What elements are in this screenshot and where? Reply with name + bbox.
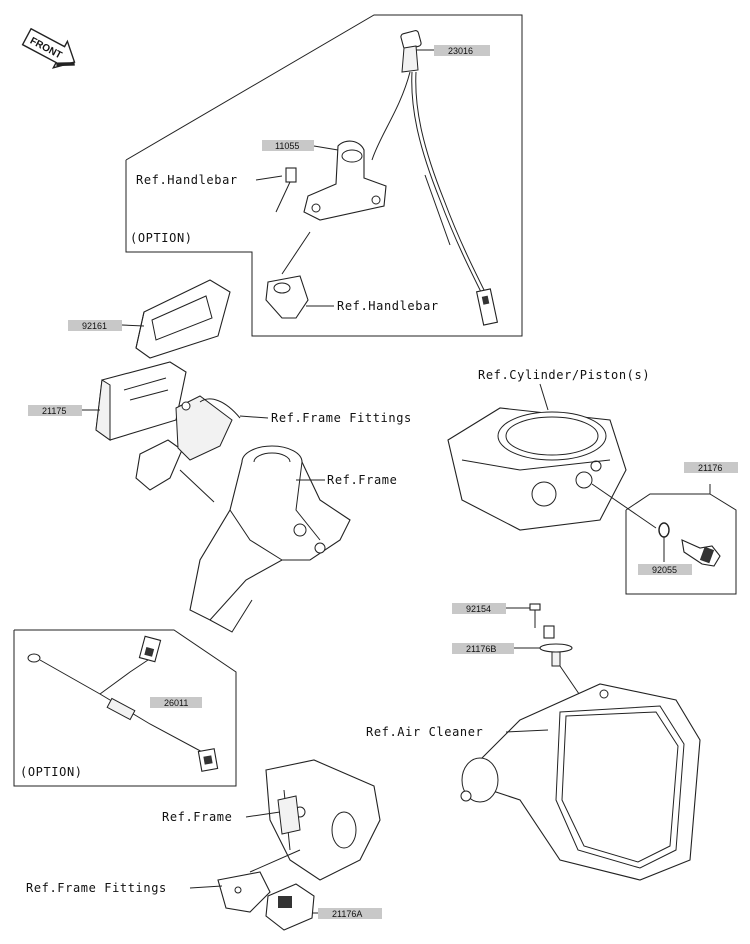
label-92154: 92154 [452, 603, 530, 614]
label-21176A: 21176A [312, 908, 382, 919]
ref-frame-top: Ref.Frame [327, 473, 397, 487]
svg-text:21176A: 21176A [332, 909, 362, 919]
frame-part-top [189, 445, 351, 633]
label-92055: 92055 [638, 564, 692, 575]
harness-part [27, 635, 219, 772]
front-arrow-icon: FRONT [21, 27, 76, 69]
svg-text:92161: 92161 [82, 321, 107, 331]
label-26011: 26011 [150, 697, 202, 708]
ref-frame-fittings-top: Ref.Frame Fittings [271, 411, 412, 425]
ecu-bracket-part [135, 395, 269, 503]
ecu-part [95, 361, 187, 441]
oring-part [658, 522, 670, 562]
svg-text:21175: 21175 [42, 406, 66, 416]
temp-sensor-part [681, 539, 721, 567]
svg-text:92055: 92055 [652, 565, 677, 575]
label-23016: 23016 [416, 45, 490, 56]
option-box-bottom [13, 629, 237, 787]
option-label-top: (OPTION) [130, 231, 193, 245]
label-21175: 21175 [28, 405, 100, 416]
air-cleaner-part [460, 683, 701, 881]
svg-text:11055: 11055 [275, 141, 299, 151]
svg-text:21176: 21176 [698, 463, 722, 473]
ref-frame-bottom: Ref.Frame [162, 810, 232, 824]
svg-text:92154: 92154 [466, 604, 491, 614]
cylinder-part [447, 383, 657, 531]
label-21176B: 21176B [452, 643, 540, 654]
svg-text:26011: 26011 [164, 698, 188, 708]
ecu-cover-part [135, 279, 231, 359]
svg-text:21176B: 21176B [466, 644, 496, 654]
clamp-part [265, 140, 387, 319]
sensor-part-bottom [265, 883, 315, 931]
option-box-top [125, 14, 523, 337]
sensor-box [625, 493, 737, 595]
bracket-part-bottom [217, 849, 301, 913]
sensor-box-top [625, 484, 711, 511]
bolt-part [529, 603, 541, 628]
label-92161: 92161 [68, 320, 145, 331]
label-21176: 21176 [684, 462, 738, 473]
ref-handlebar-bottom: Ref.Handlebar [337, 299, 439, 313]
label-11055: 11055 [262, 140, 339, 151]
ref-cylinder: Ref.Cylinder/Piston(s) [478, 368, 650, 382]
ref-frame-fittings-bottom: Ref.Frame Fittings [26, 881, 167, 895]
iat-sensor-part [539, 625, 591, 711]
option-label-bottom: (OPTION) [20, 765, 83, 779]
ref-air-cleaner: Ref.Air Cleaner [366, 725, 483, 739]
ref-handlebar-top: Ref.Handlebar [136, 173, 238, 187]
frame-part-bottom [265, 759, 381, 881]
svg-text:23016: 23016 [448, 46, 473, 56]
lever-cable-part [371, 30, 499, 326]
